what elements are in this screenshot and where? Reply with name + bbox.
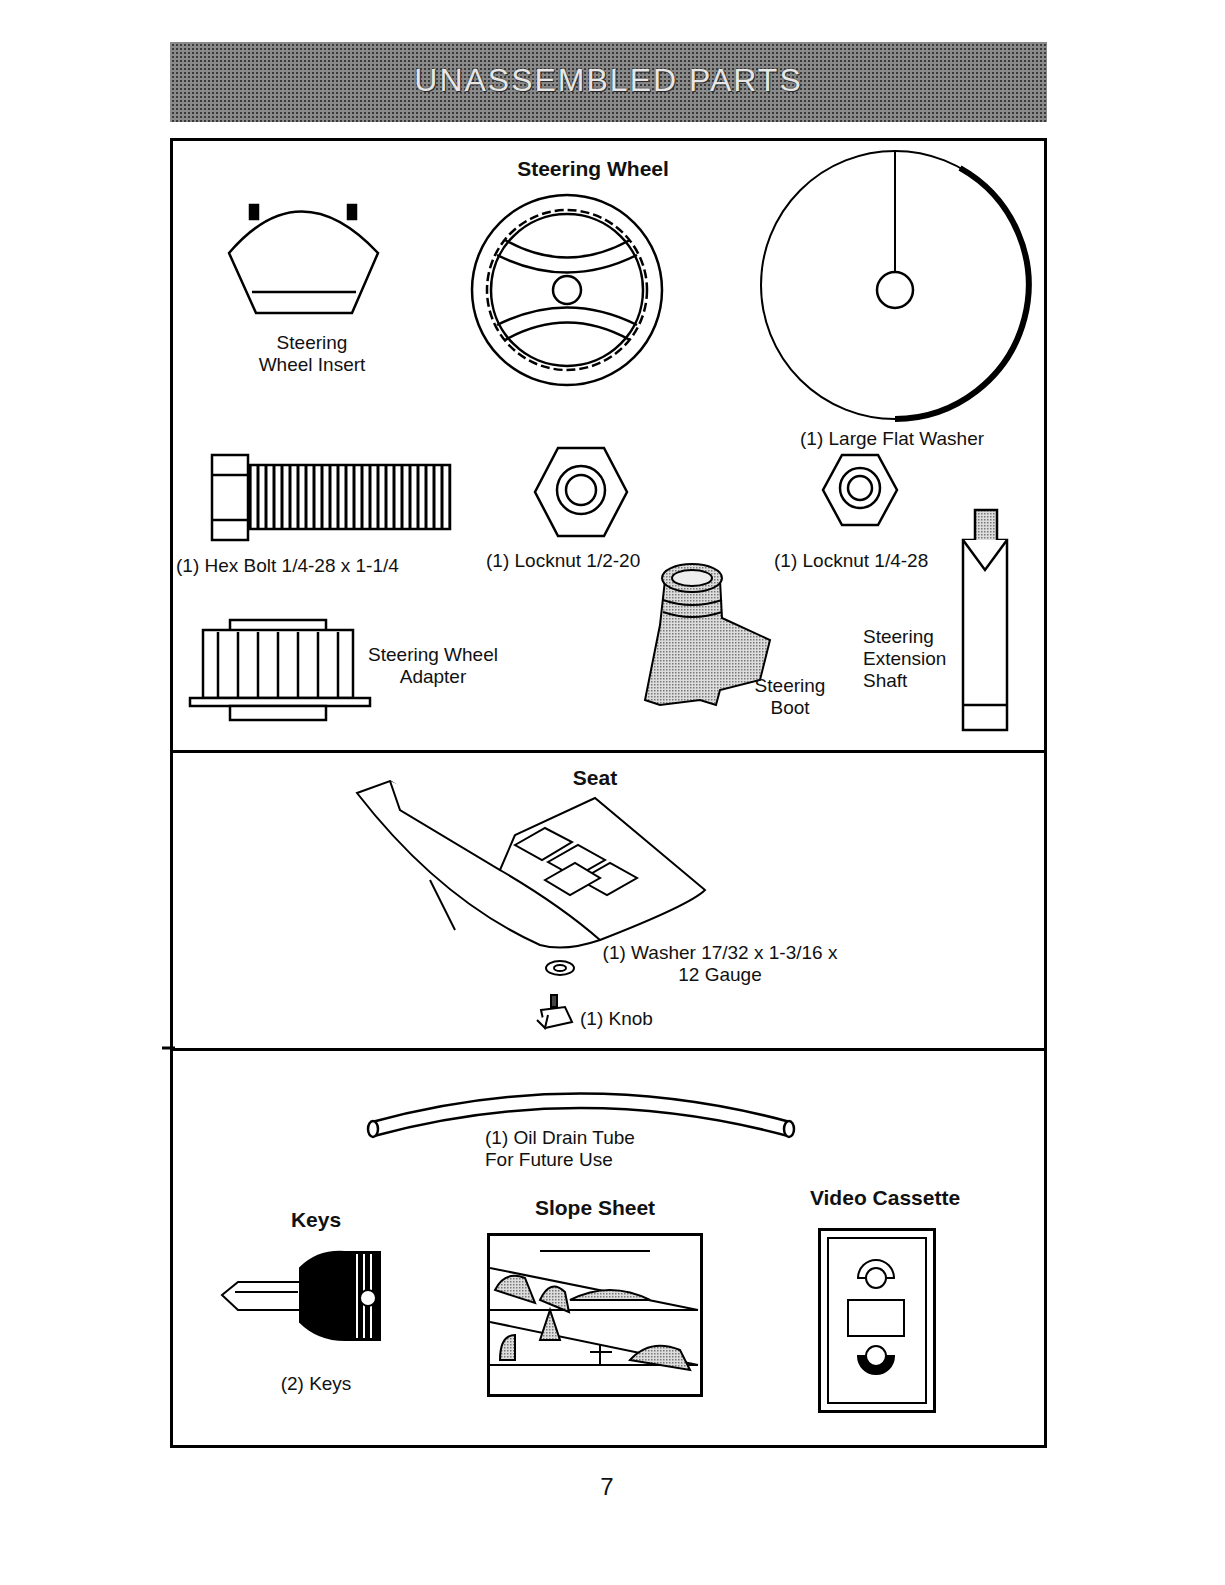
part-name: (1) Oil Drain Tube For Future Use [485, 1127, 663, 1171]
steering-wheel-adapter [190, 620, 370, 720]
part-name: Steering Wheel Insert [250, 332, 374, 376]
hex-bolt [212, 455, 450, 540]
part-name: (1) Locknut 1/2-20 [486, 550, 676, 572]
part-name: Steering Boot [742, 675, 838, 719]
steering-wheel-insert [229, 205, 378, 313]
title-banner [170, 42, 1047, 122]
slope-illustration [490, 1251, 698, 1370]
page-title: UNASSEMBLED PARTS [170, 62, 1047, 99]
part-name: Steering Wheel Adapter [358, 644, 508, 688]
large-flat-washer [761, 151, 1029, 419]
parts-panel: Seat [170, 750, 1047, 1051]
part-name: (1) Washer 17/32 x 1-3/16 x 12 Gauge [590, 942, 850, 986]
part-heading: Video Cassette [810, 1186, 960, 1210]
part-name: (1) Locknut 1/4-28 [774, 550, 964, 572]
steering-boot [645, 564, 770, 705]
cassette-illustration [828, 1238, 926, 1403]
part-name: (1) Large Flat Washer [800, 428, 1030, 450]
part-name: (1) Hex Bolt 1/4-28 x 1-1/4 [176, 555, 466, 577]
key [222, 1252, 380, 1340]
cassette-box: Video Cassette [818, 1228, 936, 1413]
seat [357, 781, 705, 948]
locknut-large [535, 448, 627, 536]
slope-sheet-box: Slope Sheet [487, 1233, 703, 1397]
page-number: 7 [590, 1474, 624, 1500]
part-heading: Steering Wheel [517, 157, 669, 181]
steering-extension-shaft [963, 510, 1007, 730]
part-name: (1) Knob [580, 1008, 690, 1030]
part-heading: Keys [291, 1208, 341, 1232]
locknut-small [823, 455, 897, 525]
washer-and-knob [537, 961, 574, 1028]
part-heading: Slope Sheet [535, 1196, 655, 1220]
steering-wheel [472, 195, 662, 385]
part-name: Steering Extension Shaft [863, 626, 959, 692]
part-name: (2) Keys [268, 1373, 364, 1395]
part-heading: Seat [573, 766, 617, 790]
